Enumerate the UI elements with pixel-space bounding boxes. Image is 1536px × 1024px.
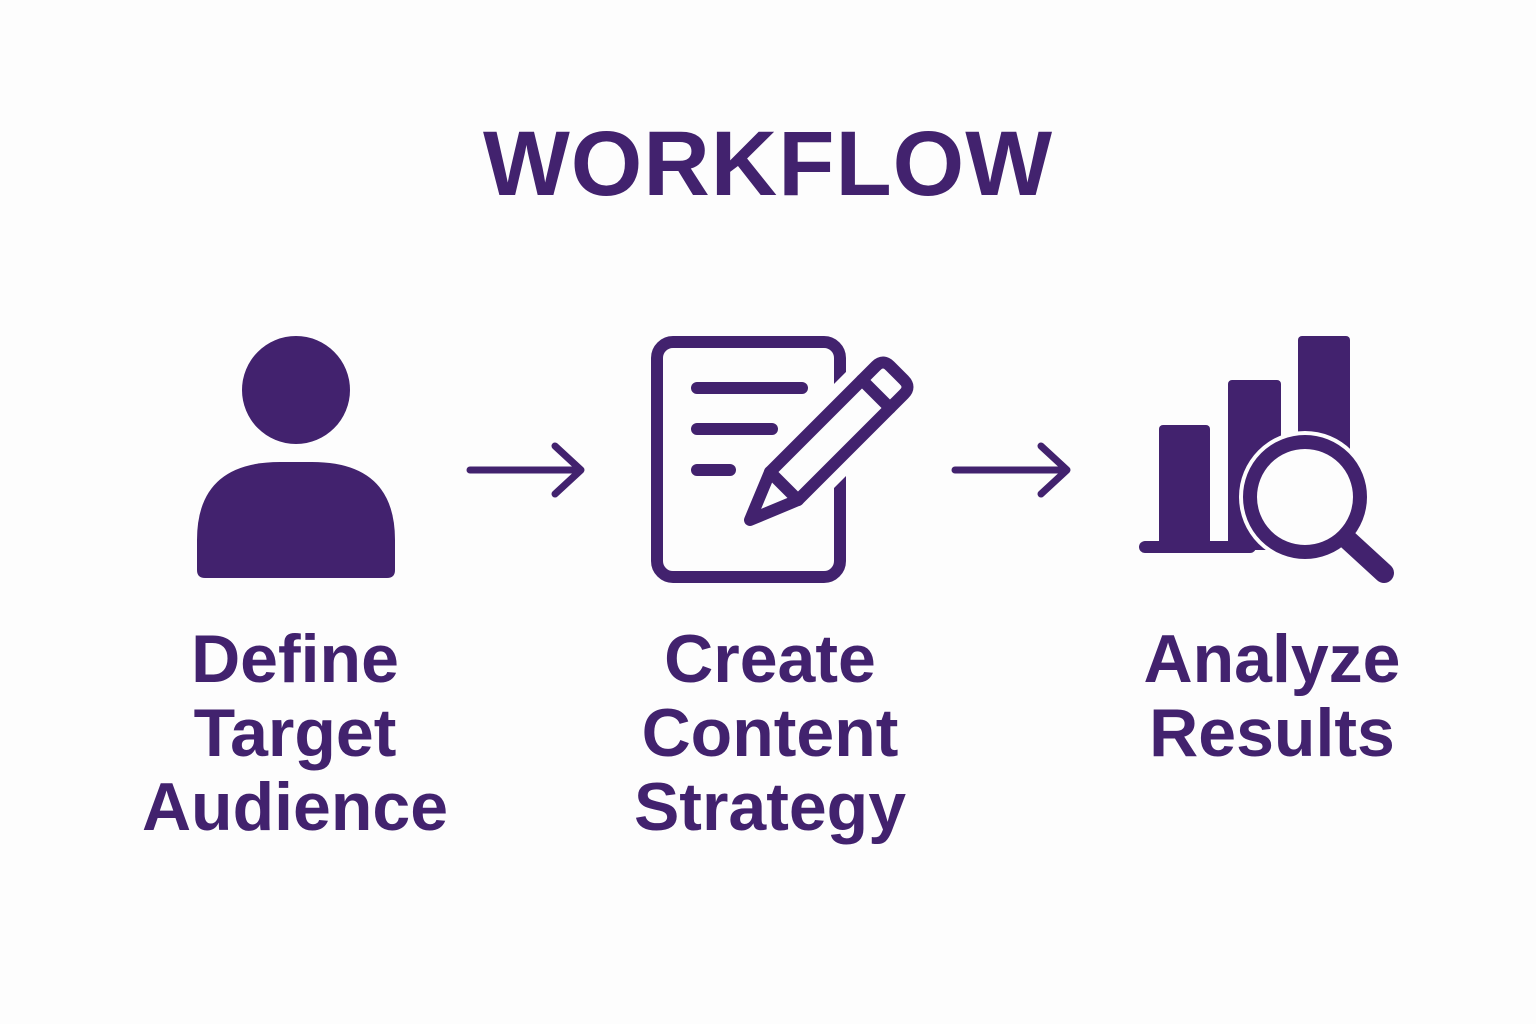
label-line: Create xyxy=(664,621,876,697)
person-icon xyxy=(197,336,395,578)
diagram-title: WORKFLOW xyxy=(482,113,1054,215)
label-line: Audience xyxy=(141,769,449,845)
step-label-analyze-results: Analyze Results xyxy=(1042,622,1502,770)
step-label-create-content-strategy: Create Content Strategy xyxy=(540,622,1000,844)
document-pencil-icon xyxy=(651,336,925,583)
step-label-define-target-audience: Define Target Audience xyxy=(65,622,525,844)
label-line: Results xyxy=(1149,695,1395,771)
label-line: Strategy xyxy=(633,769,907,845)
label-line: Analyze xyxy=(1143,621,1401,697)
label-line: Define xyxy=(191,621,399,697)
arrow-right-icon xyxy=(466,442,585,498)
label-line: Target xyxy=(193,695,397,771)
label-line: Content xyxy=(641,695,899,771)
chart-magnifier-icon xyxy=(1139,336,1394,583)
arrow-right-icon xyxy=(951,442,1071,498)
